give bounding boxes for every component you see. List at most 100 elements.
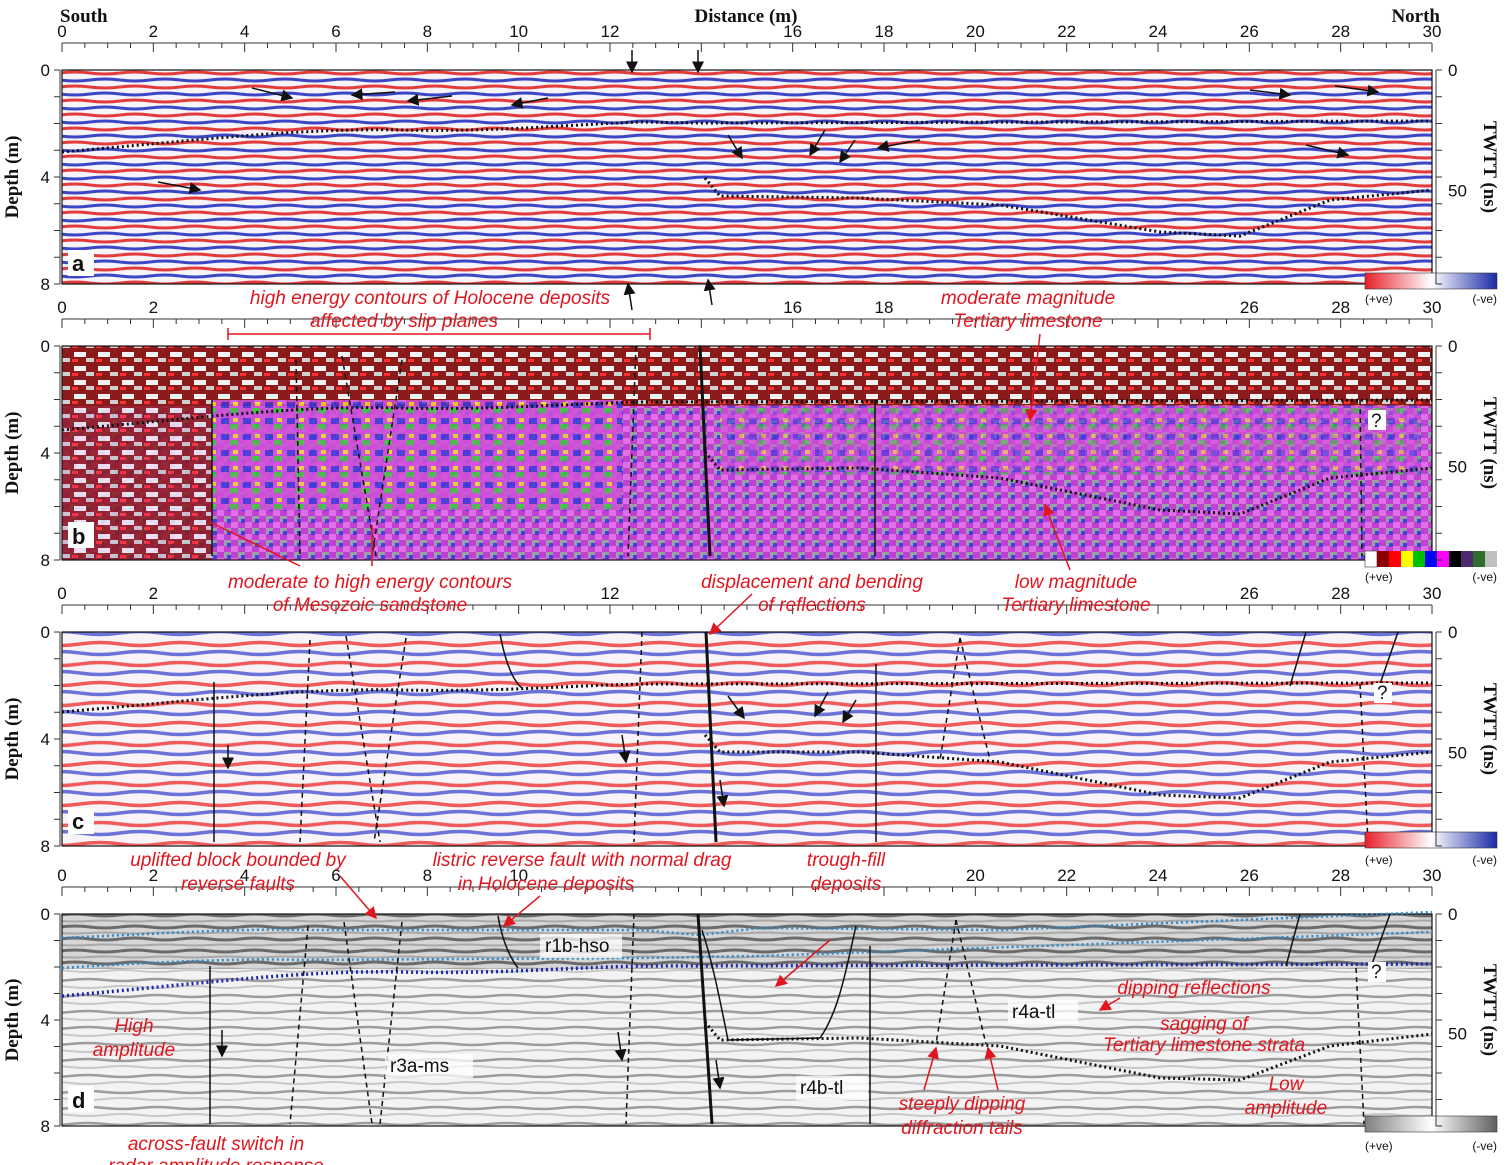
panel-b-colorbar	[1364, 550, 1497, 568]
y2-tick-label-a: 50	[1448, 181, 1467, 200]
zone-r3a: r3a-ms	[390, 1056, 449, 1077]
x-tick-label-b: 28	[1331, 298, 1350, 317]
panel-b-question: ?	[1371, 411, 1382, 432]
panel-b-label: b	[72, 524, 85, 549]
x-tick-label-a: 20	[966, 22, 985, 41]
ann-mesozoic-1: moderate to high energy contours	[228, 572, 513, 593]
x-tick-label-d: 8	[423, 866, 432, 885]
y2-axis-title-d: TWTT (ns)	[1479, 964, 1500, 1056]
zone-r4a: r4a-tl	[1012, 1002, 1055, 1023]
y-tick-label-c: 4	[41, 730, 50, 749]
panel-b-colorbar-pos: (+ve)	[1365, 570, 1393, 584]
x-tick-label-a: 16	[783, 22, 802, 41]
x-tick-label-d: 26	[1240, 866, 1259, 885]
x-tick-label-d: 4	[240, 866, 249, 885]
panel-b-faults	[211, 345, 1363, 557]
panel-c-image	[62, 632, 1432, 846]
x-tick-label-c: 0	[57, 584, 66, 603]
x-tick-label-d: 22	[1057, 866, 1076, 885]
x-tick-label-a: 24	[1149, 22, 1168, 41]
y-axis-title-b: Depth (m)	[2, 412, 23, 495]
zone-r4b: r4b-tl	[800, 1078, 843, 1099]
x-tick-label-a: 28	[1331, 22, 1350, 41]
x-tick-label-d: 20	[966, 866, 985, 885]
panel-c-question: ?	[1377, 683, 1388, 704]
panel-d-colorbar	[1364, 1115, 1498, 1133]
ann-uplifted-2: reverse faults	[181, 874, 296, 895]
panel-b-colorbar-neg: (-ve)	[1472, 570, 1497, 584]
ann-sagging-2: Tertiary limestone strata	[1103, 1035, 1305, 1056]
x-tick-label-b: 16	[783, 298, 802, 317]
x-tick-label-d: 28	[1331, 866, 1350, 885]
ann-listric-2: in Holocene deposits	[458, 874, 635, 895]
y-tick-label-c: 0	[41, 623, 50, 642]
x-tick-label-d: 0	[57, 866, 66, 885]
panel-d-question: ?	[1371, 962, 1382, 983]
ann-across-fault-2: radar amplitude response	[108, 1156, 323, 1165]
ann-uplifted-1: uplifted block bounded by	[130, 850, 347, 871]
ann-listric-1: listric reverse fault with normal drag	[433, 850, 732, 871]
panel-d-colorbar-neg: (-ve)	[1472, 1139, 1497, 1153]
ann-high-amp-1: High	[114, 1016, 153, 1037]
ann-mesozoic-2: of Mesozoic sandstone	[273, 595, 467, 616]
x-tick-label-a: 18	[875, 22, 894, 41]
panel-d-colorbar-pos: (+ve)	[1365, 1139, 1393, 1153]
ann-sagging-1: sagging of	[1160, 1014, 1249, 1035]
y-tick-label-b: 0	[41, 337, 50, 356]
ann-low-amp-1: Low	[1269, 1074, 1305, 1095]
y-tick-label-b: 8	[41, 551, 50, 570]
x-tick-label-c: 26	[1240, 584, 1259, 603]
ann-dipping: dipping reflections	[1117, 978, 1271, 999]
y-axis-title-a: Depth (m)	[2, 136, 23, 219]
panel-b: ? b (+ve) (-ve)	[61, 345, 1497, 584]
header-distance: Distance (m)	[695, 6, 798, 27]
ann-bracket	[227, 328, 651, 340]
x-tick-label-c: 30	[1423, 584, 1442, 603]
y-tick-label-d: 0	[41, 905, 50, 924]
header-north: North	[1391, 6, 1440, 27]
ann-high-energy-2: affected by slip planes	[310, 311, 499, 332]
y2-tick-label-d: 0	[1448, 905, 1457, 924]
ann-low-amp-2: amplitude	[1245, 1098, 1327, 1119]
panel-c-faults	[213, 631, 1399, 843]
panel-d: r1b-hso r3a-ms r4a-tl r4b-tl ? d (+ve) (…	[61, 910, 1498, 1153]
x-tick-label-d: 10	[509, 866, 528, 885]
panel-c-colorbar-neg: (-ve)	[1472, 853, 1497, 867]
y2-axis-title-b: TWTT (ns)	[1479, 397, 1500, 489]
panel-c-colorbar	[1364, 831, 1498, 849]
x-tick-label-b: 30	[1423, 298, 1442, 317]
y2-tick-label-c: 50	[1448, 743, 1467, 762]
x-tick-label-c: 12	[601, 584, 620, 603]
x-tick-label-a: 12	[601, 22, 620, 41]
x-tick-label-a: 30	[1423, 22, 1442, 41]
header-south: South	[60, 6, 108, 27]
x-tick-label-a: 4	[240, 22, 249, 41]
x-tick-label-b: 18	[875, 298, 894, 317]
x-tick-label-b: 2	[149, 298, 158, 317]
panel-d-arrows	[216, 1030, 725, 1090]
x-tick-label-c: 2	[149, 584, 158, 603]
ann-moderate-2: Tertiary limestone	[953, 311, 1102, 332]
x-tick-label-b: 0	[57, 298, 66, 317]
zone-r1b: r1b-hso	[545, 936, 609, 957]
panel-c-colorbar-pos: (+ve)	[1365, 853, 1393, 867]
ann-diffraction-1: steeply dipping	[899, 1094, 1026, 1115]
y-axis-title-d: Depth (m)	[2, 979, 23, 1062]
y2-tick-label-c: 0	[1448, 623, 1457, 642]
panel-c: ? c (+ve) (-ve)	[61, 631, 1498, 867]
ann-displacement-1: displacement and bending	[701, 572, 923, 593]
x-tick-label-d: 6	[331, 866, 340, 885]
panel-a: a (+ve) (-ve)	[61, 50, 1498, 311]
y-tick-label-a: 4	[41, 168, 50, 187]
panel-d-label: d	[72, 1088, 85, 1113]
y2-tick-label-b: 0	[1448, 337, 1457, 356]
y-tick-label-b: 4	[41, 444, 50, 463]
x-tick-label-a: 8	[423, 22, 432, 41]
y-tick-label-a: 0	[41, 61, 50, 80]
y2-tick-label-a: 0	[1448, 61, 1457, 80]
panel-a-horizon-lower	[703, 177, 1433, 238]
ann-low-mag-2: Tertiary limestone	[1001, 595, 1150, 616]
y-tick-label-d: 8	[41, 1117, 50, 1136]
x-tick-label-a: 0	[57, 22, 66, 41]
